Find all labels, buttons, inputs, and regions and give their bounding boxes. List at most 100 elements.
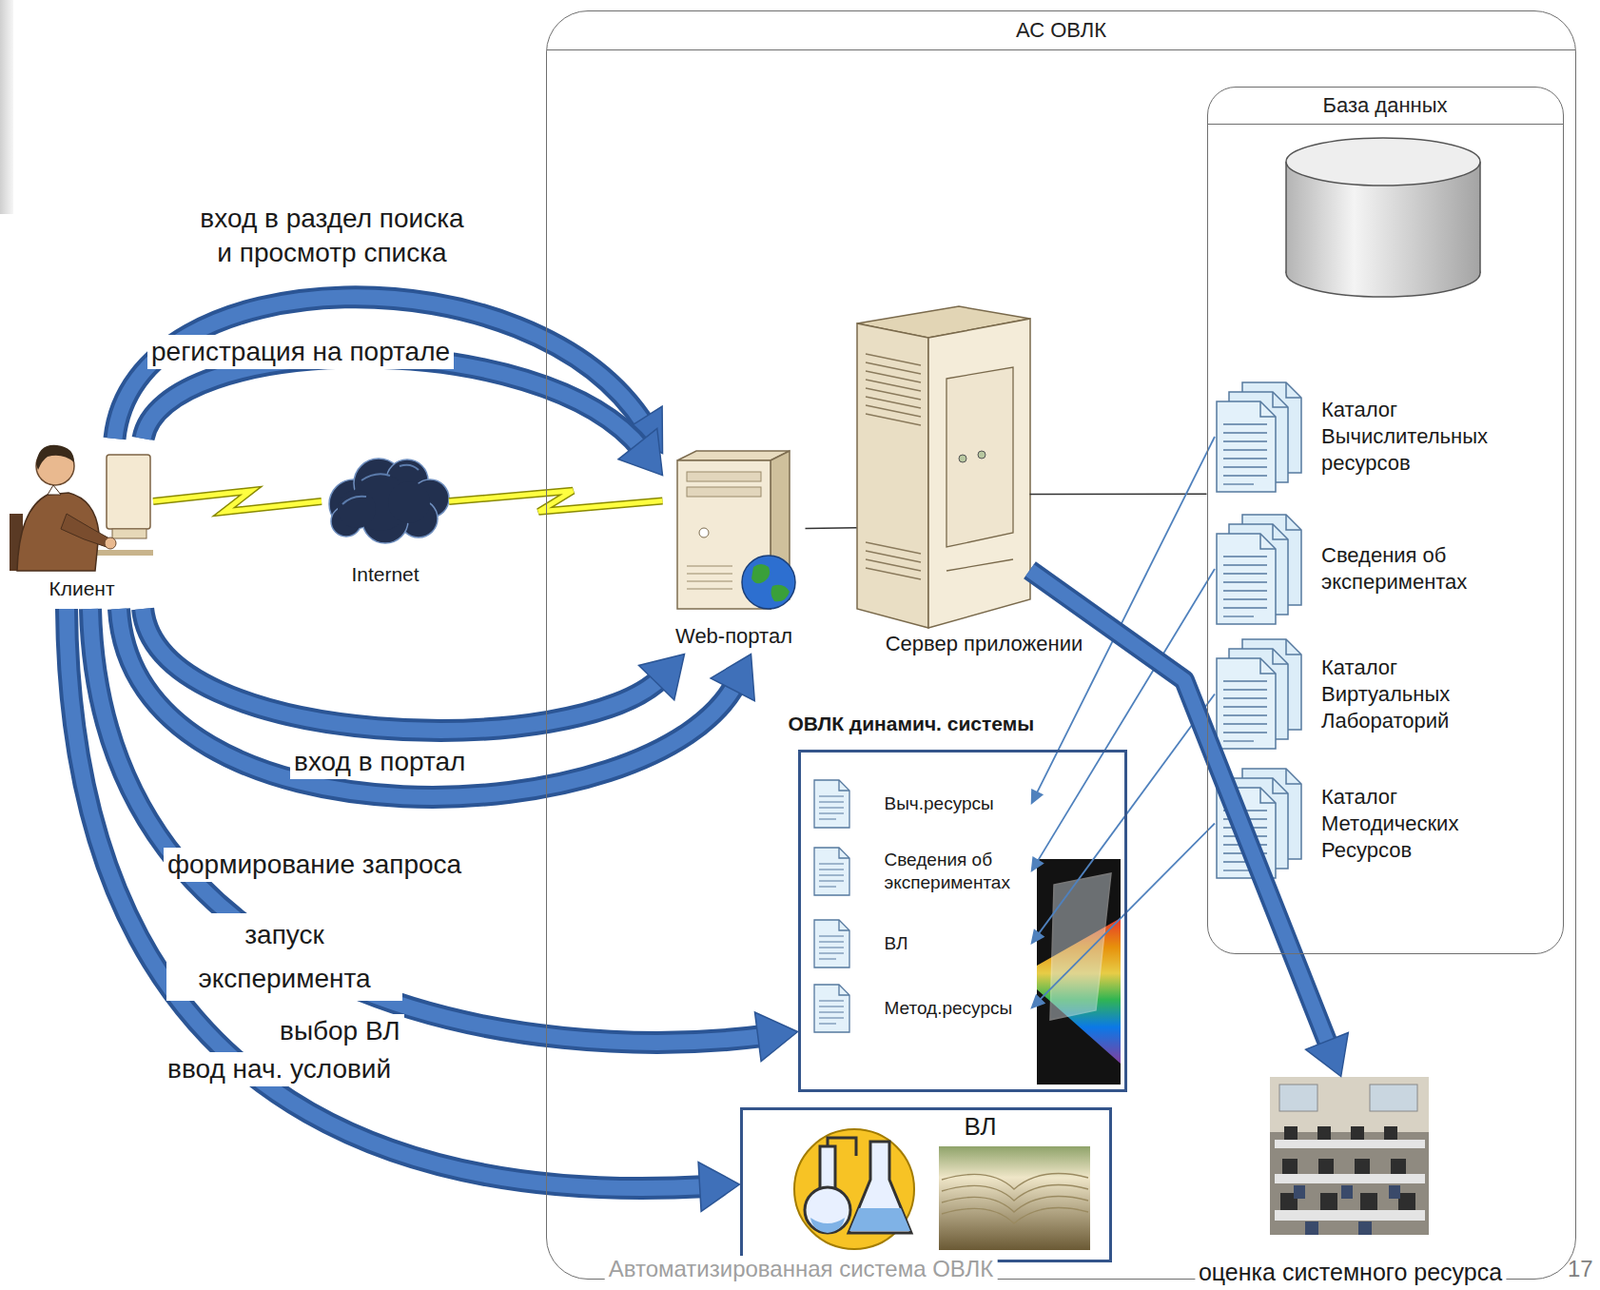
wire-line xyxy=(1030,492,1208,495)
application-server-picture-part xyxy=(928,318,1031,628)
web-portal-picture-part xyxy=(751,564,770,584)
resource-item-text: Сведения об экспериментах xyxy=(884,848,1033,895)
footer-text-holder: Автоматизированная система ОВЛК xyxy=(604,1255,998,1283)
internet-label-holder: Internet xyxy=(321,562,449,587)
computer-lab-photo-part-part xyxy=(1350,1126,1365,1140)
flask-icon-part xyxy=(849,1208,911,1231)
resource-item: Метод.ресурсы xyxy=(808,979,1033,1037)
dynamic-system-heading-holder: ОВЛК динамич. системы xyxy=(788,710,1035,738)
prism-photo xyxy=(1036,858,1121,1085)
network-link xyxy=(153,490,322,512)
flask-icon-part xyxy=(819,1146,836,1190)
data-link xyxy=(1032,694,1216,944)
internet-node: Internet xyxy=(321,459,449,595)
flow-arrow xyxy=(90,608,799,1062)
application-server-picture-part xyxy=(857,323,929,628)
data-link xyxy=(1032,568,1216,872)
system-title-holder: АС ОВЛК xyxy=(546,11,1576,51)
computer-lab-photo-part-part xyxy=(1293,1185,1306,1199)
data-link xyxy=(1032,823,1216,1009)
prism-photo-part xyxy=(1050,873,1112,1020)
web-portal-picture-part xyxy=(741,555,796,609)
catalog-text: Каталог Виртуальных Лабораторий xyxy=(1321,654,1512,735)
flow-label: выбор ВЛ xyxy=(275,1014,405,1049)
catalog-document: Каталог Методических Ресурсов xyxy=(1214,762,1529,884)
flow-arrow-body xyxy=(118,608,737,798)
web-portal-picture-part-part xyxy=(686,572,733,574)
network-link xyxy=(448,490,664,512)
wire-link xyxy=(1030,493,1208,495)
flow-label-holder: выбор ВЛ xyxy=(275,1014,405,1049)
computer-lab-photo-part-part xyxy=(1282,1158,1298,1174)
client-figure-part xyxy=(112,528,147,539)
flow-arrow-head xyxy=(698,1162,740,1212)
computer-lab-photo-part-part xyxy=(1384,1126,1398,1140)
flow-label-holder: формирование запроса xyxy=(163,847,466,882)
application-server-picture-part xyxy=(958,454,967,463)
web-portal-picture-part xyxy=(699,527,709,538)
computer-lab-photo-part xyxy=(1279,1084,1318,1112)
computer-lab-photo-part-part xyxy=(1398,1192,1416,1210)
resource-item-text: ВЛ xyxy=(884,932,909,956)
book-photo-part-part xyxy=(941,1208,1089,1224)
flow-label-holder: регистрация на портале xyxy=(147,334,454,370)
flow-arrow-head xyxy=(639,654,685,701)
catalog-text: Каталог Методических Ресурсов xyxy=(1321,783,1512,864)
page-number-holder: 17 xyxy=(1567,1255,1594,1283)
dynamic-system-document-icons-part xyxy=(814,919,850,968)
dynamic-system-document-icons-part xyxy=(814,780,850,828)
flow-label: вход в портал xyxy=(290,744,469,780)
web-portal-picture xyxy=(677,450,796,609)
flow-arrow-head xyxy=(1306,1033,1349,1077)
flow-arrow xyxy=(66,608,741,1211)
dynamic-system-box: ОВЛК динамич. системыВыч.ресурсыСведения… xyxy=(798,749,1128,1093)
flow-arrow-body xyxy=(143,357,644,451)
computer-lab-photo-part xyxy=(1280,1126,1416,1210)
computer-lab-photo-part xyxy=(1274,1173,1425,1184)
web-portal-picture-part xyxy=(686,487,761,497)
catalog-text: Сведения об экспериментах xyxy=(1321,542,1512,596)
client-figure-part xyxy=(60,513,110,547)
flow-arrow-body xyxy=(66,608,708,1189)
flow-arrow-head xyxy=(618,429,664,476)
catalog-document: Каталог Вычислительных ресурсов xyxy=(1214,374,1529,499)
app-server-node: Сервер приложении xyxy=(857,306,1031,628)
client-label: Клиент xyxy=(10,576,154,602)
flow-arrow-body xyxy=(142,608,663,731)
dynamic-system-document-icons-part xyxy=(814,847,850,896)
footer-text: Автоматизированная система ОВЛК xyxy=(604,1255,998,1283)
computer-lab-photo-part-part xyxy=(1390,1158,1406,1174)
computer-lab-photo-part xyxy=(1269,1131,1429,1235)
computer-lab-photo-part xyxy=(1274,1139,1425,1149)
internet-cloud-picture-part xyxy=(337,473,430,531)
arrow-head xyxy=(1032,857,1044,871)
flow-label: вход в раздел поиска и просмотр списка xyxy=(190,201,474,271)
web-portal-picture-part-part xyxy=(686,580,733,582)
computer-lab-photo-part-part xyxy=(1360,1192,1378,1210)
internet-label: Internet xyxy=(321,562,449,587)
system-title: АС ОВЛК xyxy=(1015,18,1107,43)
client-figure-part xyxy=(36,445,75,470)
catalog-document-icons-part xyxy=(1216,514,1302,625)
database-title-holder: База данных xyxy=(1208,87,1563,125)
database-panel: База данныхКаталог Вычислительных ресурс… xyxy=(1207,86,1564,955)
database-cylinder-part xyxy=(1285,161,1288,274)
database-title: База данных xyxy=(1322,93,1447,118)
computer-lab-photo-part xyxy=(1269,1076,1429,1235)
web-portal-picture-part xyxy=(770,585,790,602)
arrow-head xyxy=(1032,789,1043,803)
page-number: 17 xyxy=(1567,1255,1594,1283)
resource-evaluation-label: оценка системного ресурса xyxy=(1194,1257,1506,1287)
flow-arrow xyxy=(115,296,664,453)
internet-cloud-picture xyxy=(329,458,449,544)
flow-arrow-body xyxy=(143,357,644,451)
flask-icon-part xyxy=(794,1129,915,1249)
flow-label-holder: вход в портал xyxy=(290,744,469,780)
flow-arrow-body xyxy=(142,608,663,731)
application-server-picture-part-part xyxy=(865,567,921,580)
resource-item: Выч.ресурсы xyxy=(808,778,1033,830)
computer-lab-photo-part-part xyxy=(1354,1158,1370,1174)
flask-icon-part xyxy=(848,1141,912,1233)
computer-lab-photo-part-part xyxy=(1358,1221,1372,1235)
